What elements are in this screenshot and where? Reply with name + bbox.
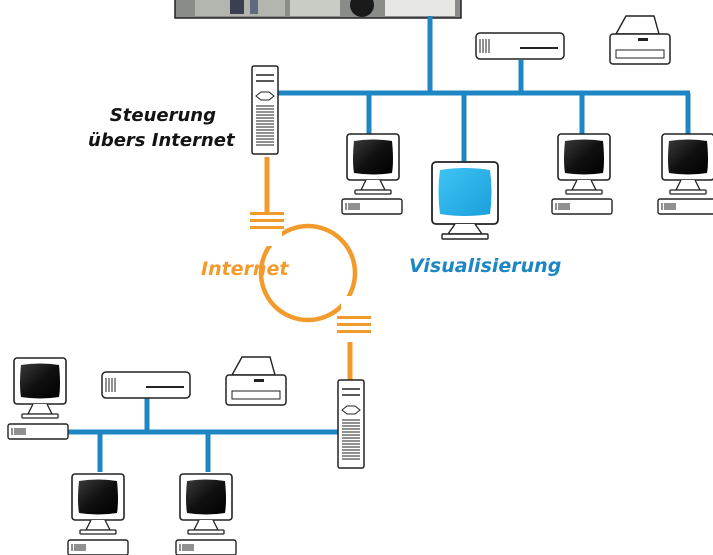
workstation — [175, 473, 237, 555]
desktop-unit-icon — [7, 423, 69, 440]
network-box-icon — [101, 371, 191, 399]
remote-control-label-line1: Steuerung — [109, 105, 216, 126]
remote-control-label-line2: übers Internet — [88, 130, 235, 151]
printer-icon — [609, 15, 671, 65]
desktop-unit-icon — [175, 539, 237, 555]
internet-link — [250, 157, 371, 380]
visualization-monitor — [431, 161, 499, 240]
monitor-icon — [71, 473, 125, 535]
workstation — [657, 133, 713, 215]
monitor-icon — [13, 357, 67, 419]
internet-label: Internet — [201, 258, 289, 280]
workstation — [7, 357, 69, 440]
monitor-icon — [179, 473, 233, 535]
workstation — [551, 133, 613, 215]
network-box-icon — [475, 32, 565, 60]
printer-icon — [225, 356, 287, 406]
workstation — [67, 473, 129, 555]
workstation — [341, 133, 403, 215]
desktop-unit-icon — [341, 198, 403, 215]
desktop-unit-icon — [67, 539, 129, 555]
server-tower-icon — [251, 65, 279, 155]
remote-control-label: Steuerung übers Internet — [88, 103, 235, 153]
server-tower-icon — [337, 379, 365, 469]
monitor-icon — [346, 133, 400, 195]
desktop-unit-icon — [551, 198, 613, 215]
monitor-icon — [557, 133, 611, 195]
upper-network-cable — [275, 16, 691, 162]
camera-photo — [174, 0, 462, 19]
lower-network-cable — [50, 398, 338, 472]
visualization-label: Visualisierung — [409, 255, 562, 277]
monitor-icon — [661, 133, 713, 195]
desktop-unit-icon — [657, 198, 713, 215]
